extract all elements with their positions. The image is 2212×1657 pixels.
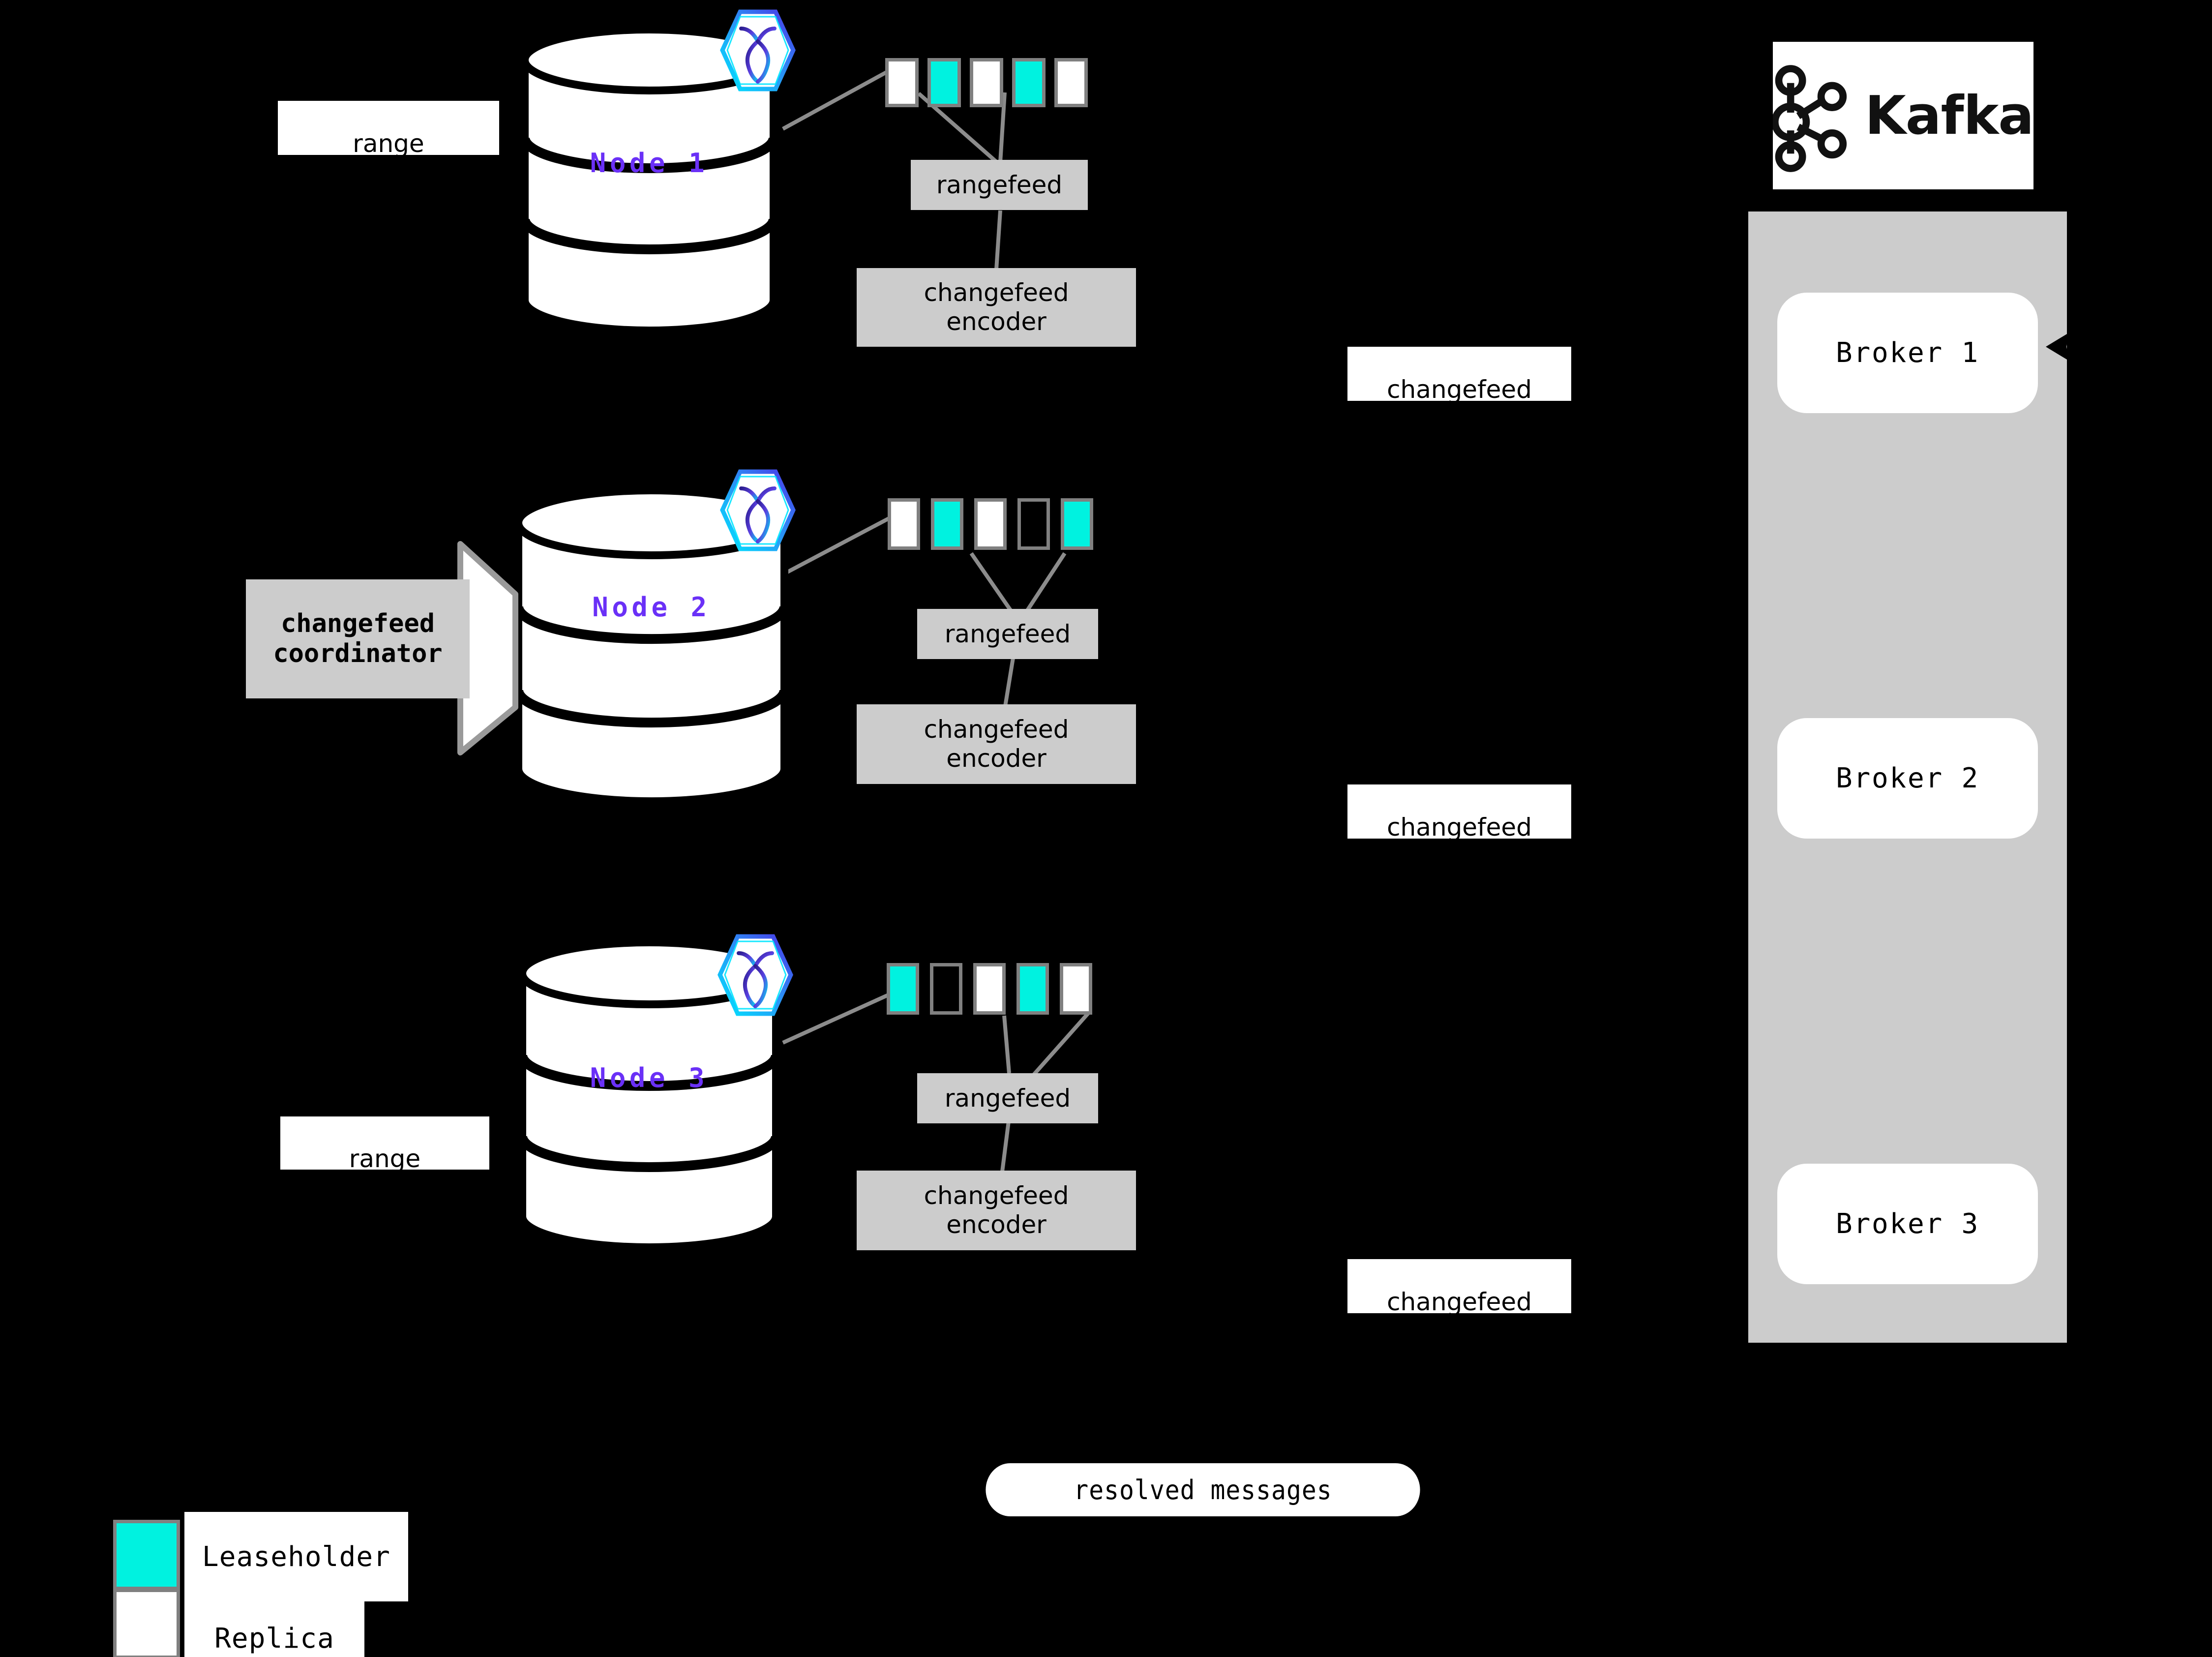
range-box [885,58,919,107]
range-checkpoints-top-label: range checkpoints [278,101,499,190]
changefeed-messages-label-2: changefeed messages [1347,784,1571,874]
node-2-cylinder: Node 2 [512,484,790,804]
node-3-range-row [887,963,1092,1015]
legend-swatch-leaseholder [113,1520,180,1590]
kafka-logo-box: Kafka [1773,42,2034,189]
resolved-messages-pill: resolved messages [986,1463,1420,1516]
legend-label-replica: Replica [184,1601,364,1657]
node-3-cylinder: Node 3 [516,937,782,1252]
cockroachdb-hexagon-icon [713,930,794,1021]
node-3-changefeed-encoder-box: changefeed encoder [857,1171,1136,1250]
range-box [1016,963,1049,1015]
broker-item: Broker 3 [1777,1164,2038,1284]
kafka-node-graph-icon [1773,65,1847,172]
range-box [1017,498,1050,550]
changefeed-coordinator-box: changefeed coordinator [246,579,470,698]
range-box [888,498,920,550]
range-box [1061,498,1093,550]
node-3-rangefeed-box: rangefeed [917,1073,1098,1123]
changefeed-messages-text-1: changefeed messages [1387,375,1532,436]
node-1-rangefeed-box: rangefeed [911,160,1088,210]
node-3-label: Node 3 [590,1062,709,1093]
changefeed-messages-label-1: changefeed messages [1347,347,1571,436]
cockroachdb-hexagon-icon [716,5,797,96]
changefeed-messages-text-3: changefeed messages [1387,1288,1532,1348]
node-1-cylinder: Node 1 [519,25,779,334]
changefeed-messages-text-2: changefeed messages [1387,813,1532,874]
node-1-label: Node 1 [590,148,709,179]
range-box [970,58,1003,107]
range-box [1012,58,1046,107]
range-box [973,963,1006,1015]
node-1-range-row [885,58,1088,107]
node-2-label: Node 2 [592,592,711,623]
range-checkpoints-bottom-text: range checkpoints [311,1145,459,1205]
range-box [1060,963,1092,1015]
range-box [931,498,963,550]
kafka-inbound-arrow-icon [2046,332,2069,361]
range-box [1054,58,1088,107]
kafka-wordmark: Kafka [1865,85,2034,147]
cockroachdb-hexagon-icon [716,465,797,556]
broker-item: Broker 1 [1777,293,2038,413]
range-box [887,963,919,1015]
range-box [930,963,962,1015]
node-2-rangefeed-box: rangefeed [917,609,1098,659]
changefeed-messages-label-3: changefeed messages [1347,1259,1571,1348]
range-box [927,58,961,107]
range-box [974,498,1007,550]
node-1-changefeed-encoder-box: changefeed encoder [857,268,1136,347]
node-2-changefeed-encoder-box: changefeed encoder [857,704,1136,784]
node-2-range-row [888,498,1093,550]
legend-label-leaseholder: Leaseholder [184,1512,408,1601]
legend-swatch-replica [113,1589,180,1657]
range-checkpoints-bottom-label: range checkpoints [280,1116,489,1205]
broker-item: Broker 2 [1777,718,2038,839]
range-checkpoints-top-text: range checkpoints [315,129,462,190]
